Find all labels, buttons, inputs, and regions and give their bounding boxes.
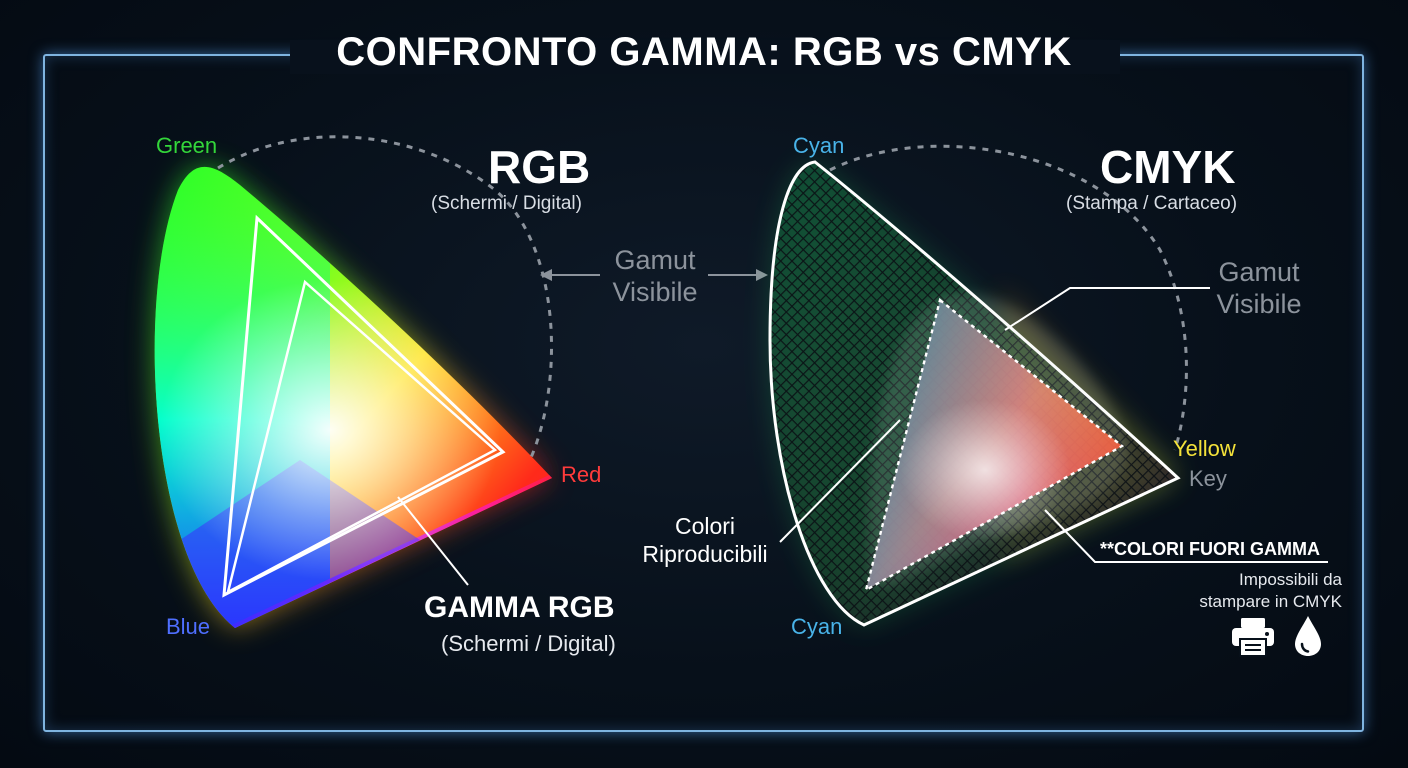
vertex-label-cyan-bottom: Cyan <box>791 614 843 639</box>
reproducible-line-1: Colori <box>674 513 736 539</box>
vertex-label-blue: Blue <box>166 614 211 639</box>
vertex-label-key: Key <box>1189 466 1227 491</box>
vertex-label-cyan-top: Cyan <box>793 133 845 158</box>
gamut-visibile-arrows <box>540 269 768 281</box>
title-backdrop <box>290 40 1120 74</box>
cmyk-heading: CMYK <box>1100 141 1236 193</box>
center-gamut-label: Gamut Visibile <box>600 244 710 308</box>
cmyk-gamut-triangle <box>864 297 1125 593</box>
cmyk-leader-lines <box>779 287 1328 563</box>
out-of-gamut-line-2: stampare in CMYK <box>1199 592 1342 611</box>
rgb-subheading: (Schermi / Digital) <box>431 193 582 214</box>
out-of-gamut-title: **COLORI FUORI GAMMA <box>1100 539 1320 559</box>
rgb-visible-dashed-arc <box>217 135 554 461</box>
gamut-label-line-1: Gamut <box>614 245 696 275</box>
rgb-inner-triangle <box>226 279 498 595</box>
vertex-label-green: Green <box>156 133 218 158</box>
cmyk-gamut-label: Gamut Visibile <box>1204 256 1314 320</box>
out-of-gamut-line-1: Impossibili da <box>1239 570 1342 589</box>
cmyk-subheading: (Stampa / Cartaceo) <box>1066 193 1238 214</box>
rgb-outer-triangle <box>222 214 506 598</box>
out-of-gamut-subtitle: Impossibili da stampare in CMYK <box>1150 569 1342 613</box>
rgb-callout-subtitle: (Schermi / Digital) <box>441 631 616 656</box>
printer-icon <box>1232 618 1274 657</box>
vertex-label-red: Red <box>561 462 602 487</box>
ink-drop-icon <box>1295 616 1321 656</box>
rgb-callout-line <box>397 496 469 586</box>
reproducible-colors-label: Colori Riproducibili <box>630 512 780 568</box>
gamut-label-line-2: Visibile <box>612 277 698 307</box>
rgb-callout-title: GAMMA RGB <box>424 591 615 624</box>
page-title: CONFRONTO GAMMA: RGB vs CMYK <box>336 30 1072 74</box>
cmyk-gamut-label-line-1: Gamut <box>1218 257 1300 287</box>
vertex-label-yellow: Yellow <box>1173 436 1236 461</box>
reproducible-line-2: Riproducibili <box>642 541 768 567</box>
cmyk-gamut-label-line-2: Visibile <box>1216 289 1302 319</box>
rgb-heading: RGB <box>488 141 591 193</box>
cmyk-visible-dashed-arc <box>829 144 1188 451</box>
